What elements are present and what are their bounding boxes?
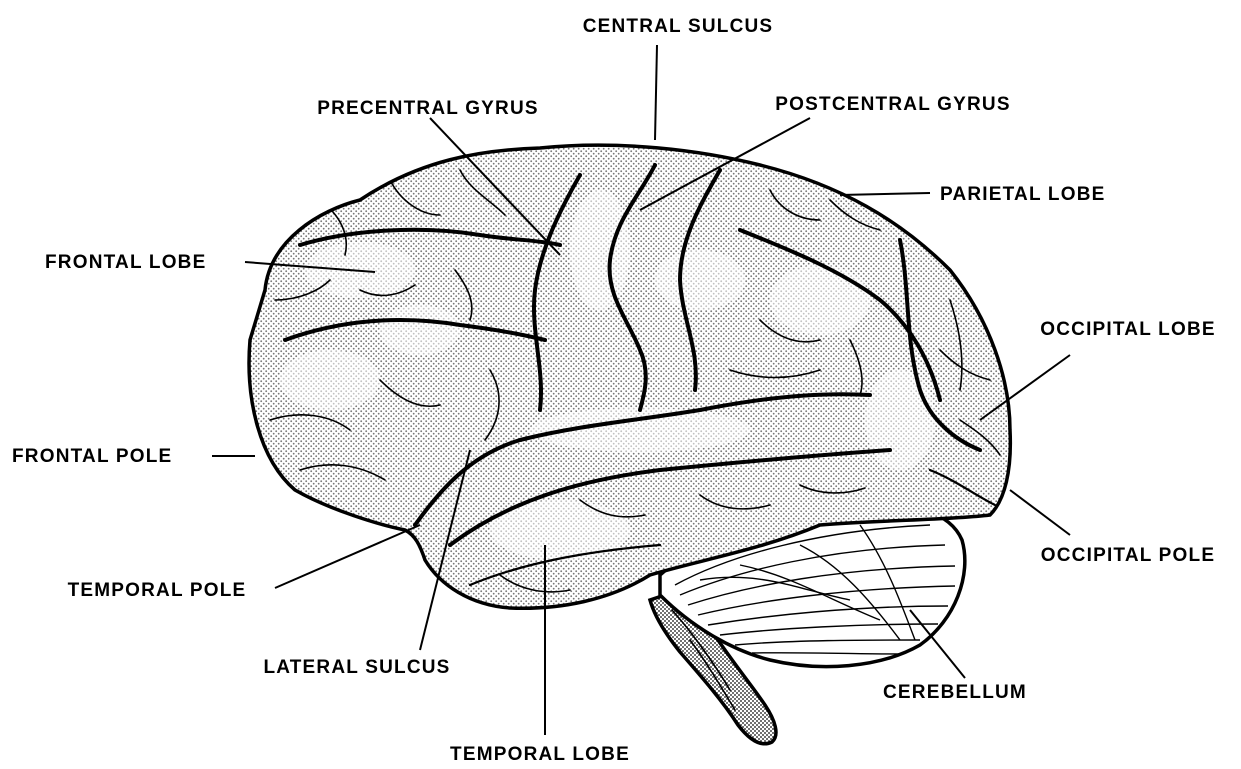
label-precentral-gyrus: PRECENTRAL GYRUS	[317, 98, 539, 119]
label-occipital-lobe: OCCIPITAL LOBE	[1040, 319, 1216, 340]
label-central-sulcus: CENTRAL SULCUS	[583, 16, 774, 37]
label-temporal-pole: TEMPORAL POLE	[68, 580, 247, 601]
leader-central-sulcus	[655, 45, 657, 140]
label-temporal-lobe: TEMPORAL LOBE	[450, 744, 630, 765]
label-frontal-pole: FRONTAL POLE	[12, 446, 172, 467]
brain-illustration	[249, 145, 1010, 744]
leader-temporal-pole	[275, 525, 420, 588]
label-occipital-pole: OCCIPITAL POLE	[1041, 545, 1215, 566]
label-cerebellum: CEREBELLUM	[883, 682, 1027, 703]
label-parietal-lobe: PARIETAL LOBE	[940, 184, 1106, 205]
label-frontal-lobe: FRONTAL LOBE	[45, 252, 206, 273]
leader-parietal-lobe	[840, 193, 930, 195]
label-postcentral-gyrus: POSTCENTRAL GYRUS	[775, 94, 1010, 115]
leader-occipital-pole	[1010, 490, 1070, 535]
label-lateral-sulcus: LATERAL SULCUS	[263, 657, 450, 678]
